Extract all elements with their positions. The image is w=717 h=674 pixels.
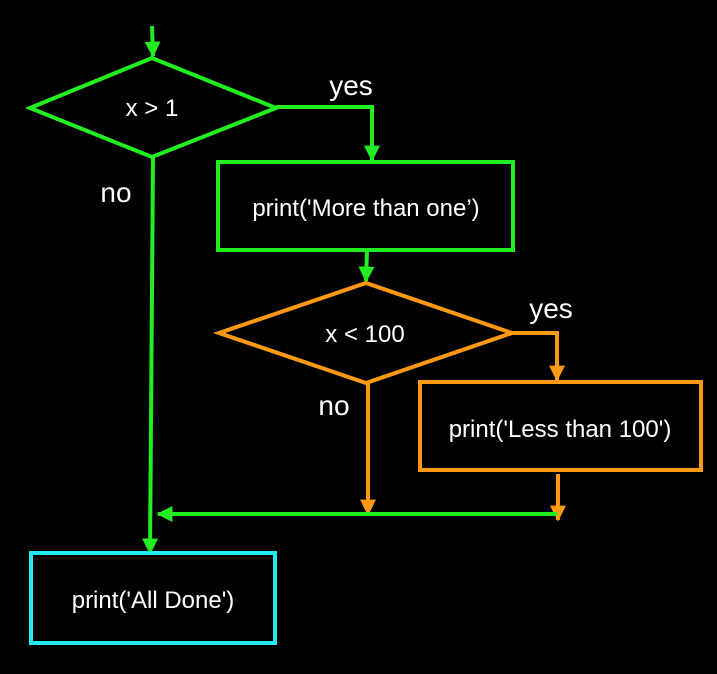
outer-no-label: no — [100, 177, 131, 208]
decision-x-lt-100-label: x < 100 — [325, 321, 404, 348]
process-more-than-one — [216, 160, 515, 252]
process-all-done-label: print('All Done') — [72, 587, 235, 614]
process-all-done — [29, 551, 277, 645]
inner-yes-arrow — [512, 331, 565, 382]
decision-x-gt-1-label: x > 1 — [126, 95, 179, 122]
process-more-than-one-label: print('More than one’) — [252, 195, 479, 222]
process-less-than-100-label: print('Less than 100') — [449, 416, 672, 443]
outer-yes-label: yes — [329, 70, 373, 101]
process-less-than-100 — [418, 380, 703, 472]
entry-arrow — [144, 25, 161, 58]
inner-yes-label: yes — [529, 293, 573, 324]
outer-no-arrow — [142, 156, 159, 555]
more-than-one-to-decision-arrow — [358, 249, 375, 283]
outer-yes-arrow — [276, 105, 380, 162]
inner-no-label: no — [318, 390, 349, 421]
